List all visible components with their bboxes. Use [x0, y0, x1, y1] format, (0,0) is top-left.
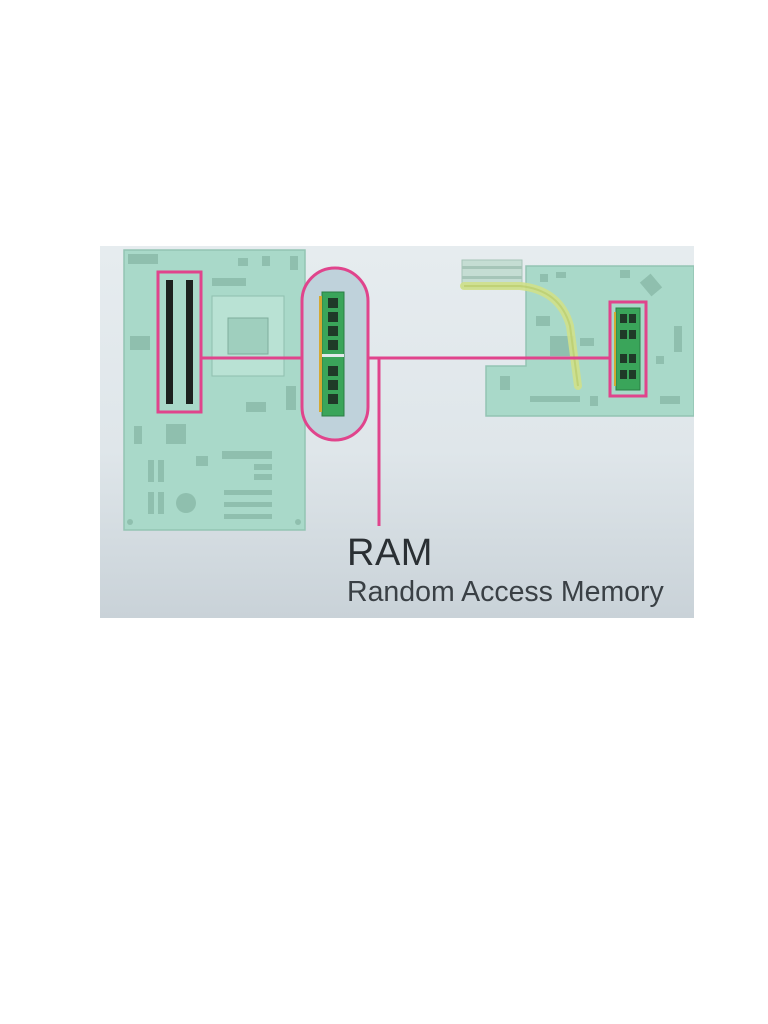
ram-module-icon	[300, 266, 370, 442]
desktop-motherboard-icon	[123, 249, 306, 531]
ram-subtitle: Random Access Memory	[347, 576, 664, 608]
ram-title: RAM	[347, 532, 433, 574]
ram-diagram: RAM Random Access Memory	[100, 246, 694, 618]
ram-caption: RAM Random Access Memory	[347, 534, 664, 607]
laptop-motherboard-icon	[460, 259, 694, 417]
diagram-artwork	[123, 249, 694, 531]
connector-lines	[201, 356, 610, 526]
